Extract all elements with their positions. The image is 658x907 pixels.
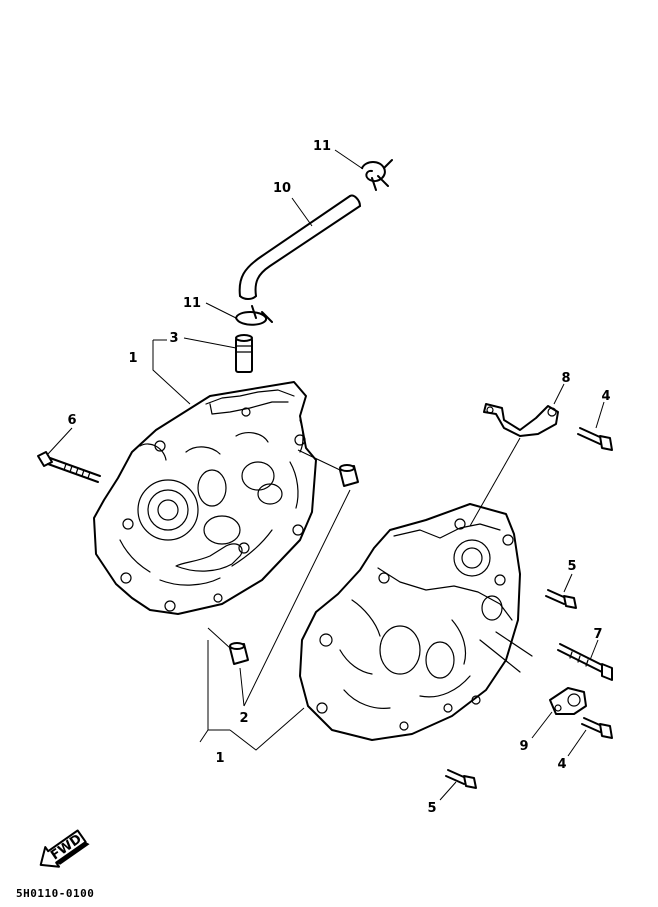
leader-bolt-right-lower xyxy=(439,781,457,801)
leader-dowel-guide-lower xyxy=(207,627,231,649)
label-dowel-pin: 2 xyxy=(239,711,248,726)
label-bolt-left: 6 xyxy=(67,413,76,428)
bracket-plate xyxy=(483,403,559,437)
label-hose: 10 xyxy=(273,181,291,196)
leader-bracket xyxy=(553,383,565,405)
label-cable-guide: 9 xyxy=(519,739,528,754)
leader-dowel-pins xyxy=(239,489,351,707)
label-bolt-right-a: 5 xyxy=(567,559,576,574)
bolt-long xyxy=(557,643,613,681)
leader-clip-top xyxy=(334,149,364,170)
leader-bolt-bracket xyxy=(595,401,605,429)
label-bolt-right-b: 5 xyxy=(427,801,436,816)
leader-fitting xyxy=(183,337,237,349)
label-clip-top: 11 xyxy=(313,139,331,154)
crankcase-right-half xyxy=(299,503,533,741)
label-crankcase-bottom: 1 xyxy=(215,751,224,766)
breather-hose xyxy=(238,194,361,300)
breather-fitting xyxy=(235,334,253,373)
leader-crankcase-bottom xyxy=(199,640,305,751)
leader-bolt-long xyxy=(589,639,599,661)
dowel-pin-upper xyxy=(339,464,359,487)
leader-dowel-guide-upper xyxy=(297,449,341,471)
leader-bolt-left xyxy=(47,427,73,455)
leader-bolt-right-upper xyxy=(563,573,573,593)
leader-hose xyxy=(291,197,313,227)
leader-cable-guide xyxy=(531,711,553,739)
cable-guide xyxy=(549,687,587,715)
leader-bolt-guide xyxy=(567,729,587,757)
hose-clip-mid xyxy=(235,305,273,326)
label-clip-mid: 11 xyxy=(183,296,201,311)
fwd-arrow-icon: FWD xyxy=(39,829,90,868)
bolt-left xyxy=(37,451,101,483)
label-fitting: 3 xyxy=(169,331,178,346)
bolt-right-lower xyxy=(445,769,477,789)
leader-bracket-to-case xyxy=(469,437,521,527)
label-bolt-guide: 4 xyxy=(557,757,566,772)
label-bracket: 8 xyxy=(561,371,570,386)
label-crankcase-left: 1 xyxy=(128,351,137,366)
leader-clip-mid xyxy=(205,302,237,319)
crankcase-left-half xyxy=(93,381,317,615)
bolt-right-upper xyxy=(545,589,577,609)
leader-crankcase-left xyxy=(152,339,191,405)
dowel-pin-lower xyxy=(229,642,249,665)
hose-clip-top xyxy=(361,159,393,191)
bolt-guide xyxy=(581,717,613,739)
drawing-code: 5H0110-0100 xyxy=(16,887,94,900)
label-bolt-long: 7 xyxy=(593,627,602,642)
label-bolt-bracket: 4 xyxy=(601,389,610,404)
bolt-bracket xyxy=(577,427,613,451)
